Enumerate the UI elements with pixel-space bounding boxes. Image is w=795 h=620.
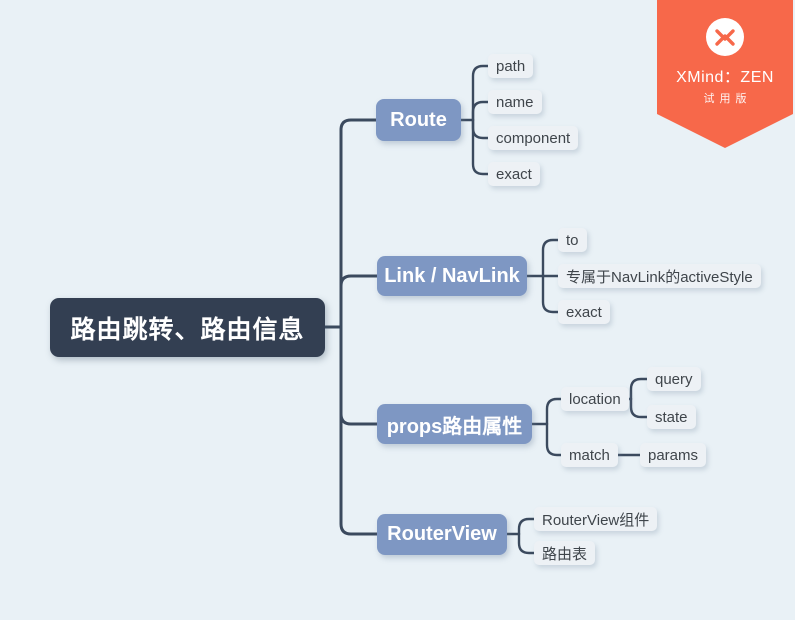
- branch-topic-route[interactable]: Route: [376, 99, 461, 141]
- trial-watermark-ribbon: XMind：ZEN 试用版: [657, 0, 793, 148]
- branch-topic-props[interactable]: props路由属性: [377, 404, 532, 444]
- subtopic-activestyle[interactable]: 专属于NavLink的activeStyle: [558, 264, 761, 288]
- subtopic-state[interactable]: state: [647, 405, 696, 429]
- subtopic-routerview-component[interactable]: RouterView组件: [534, 507, 658, 531]
- xmind-x-icon: [715, 29, 735, 46]
- subtopic-component[interactable]: component: [488, 126, 579, 150]
- root-topic[interactable]: 路由跳转、路由信息: [50, 298, 325, 357]
- branch-topic-routerview[interactable]: RouterView: [377, 514, 507, 555]
- subtopic-exact-link[interactable]: exact: [558, 300, 610, 324]
- watermark-edition-text: 试用版: [703, 93, 752, 105]
- subtopic-match[interactable]: match: [561, 443, 618, 467]
- subtopic-params[interactable]: params: [640, 443, 707, 467]
- subtopic-route-table[interactable]: 路由表: [534, 541, 596, 565]
- branch-topic-link-navlink[interactable]: Link / NavLink: [377, 256, 527, 296]
- subtopic-name[interactable]: name: [488, 90, 542, 114]
- subtopic-query[interactable]: query: [647, 367, 701, 391]
- subtopic-location[interactable]: location: [561, 387, 629, 411]
- xmind-logo-circle: [706, 18, 744, 56]
- subtopic-path[interactable]: path: [488, 54, 534, 78]
- subtopic-exact-route[interactable]: exact: [488, 162, 540, 186]
- subtopic-to[interactable]: to: [558, 228, 587, 252]
- watermark-brand-text: XMind：ZEN: [676, 69, 774, 86]
